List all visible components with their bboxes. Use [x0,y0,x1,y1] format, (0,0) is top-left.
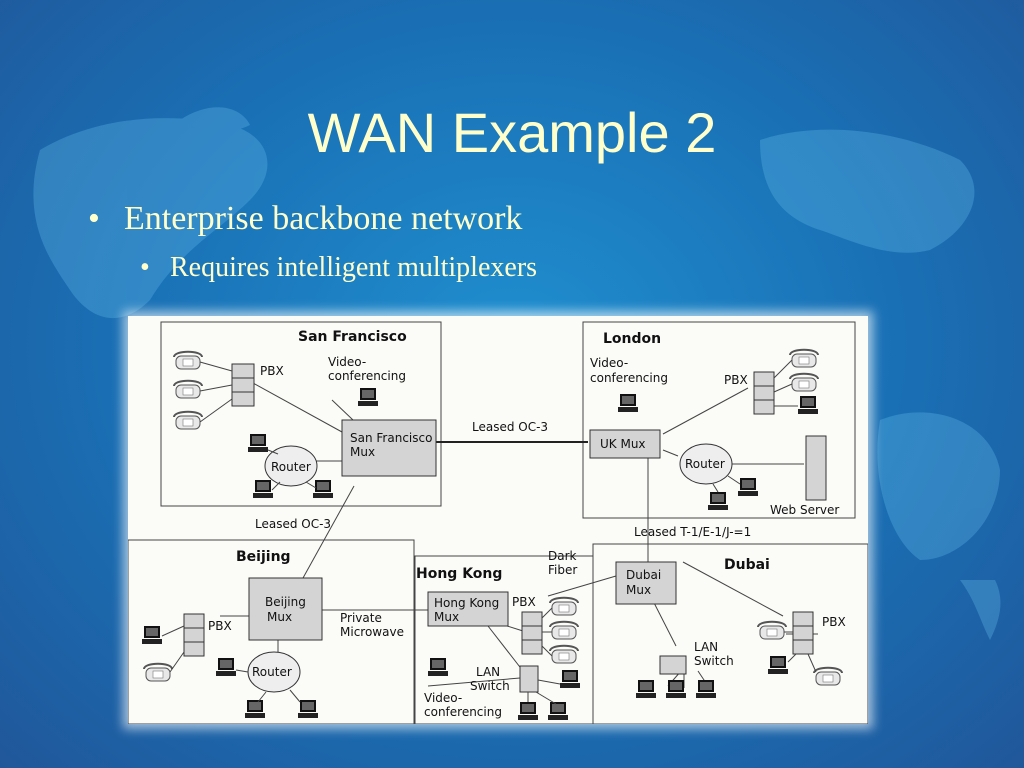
hong-kong-pbx [521,611,543,655]
london-video-label-2: conferencing [590,371,668,385]
desktop-computer-icon [618,394,638,412]
hong-kong-pbx-label: PBX [512,595,536,609]
hong-kong-mux-label-1: Hong Kong [434,596,499,610]
london-router [679,443,733,485]
desktop-computer-icon [636,680,716,698]
hong-kong-lan-switch [519,665,539,693]
hong-kong-mux-label-2: Mux [434,610,459,624]
bullet-level-2: • Requires intelligent multiplexers [140,252,537,284]
region-header-beijing: Beijing [236,549,291,565]
london-pbx [753,371,775,415]
desktop-computer-icon [142,626,162,644]
slide-title: WAN Example 2 [307,101,717,164]
sf-router [264,445,318,487]
desktop-computer-icon [358,388,378,406]
desktop-computer-icon [798,396,818,414]
dubai-lan-switch [659,655,687,675]
hong-kong-video-label-2: conferencing [424,705,502,719]
region-header-hong-kong: Hong Kong [416,566,502,582]
hong-kong-video-label-1: Video- [424,691,462,705]
uk-mux [589,429,661,459]
bullet-dot-icon: • [88,200,100,237]
hong-kong-lan-label-1: LAN [476,665,500,679]
link-london-dubai-label: Leased T-1/E-1/J-=1 [634,525,751,539]
sf-router-label: Router [271,460,311,474]
hong-kong-lan-label-2: Switch [470,679,510,693]
link-sf-london-label: Leased OC-3 [472,420,548,434]
sf-mux [341,419,437,477]
beijing-mux-label-2: Mux [267,610,292,624]
sf-mux-label-1: San Francisco [350,431,432,445]
region-header-san-francisco: San Francisco [298,329,407,345]
telephone-icon [549,596,579,664]
private-label-1: Private [340,611,382,625]
desktop-computer-icon [768,656,788,674]
beijing-mux [248,577,323,641]
bullet-text: Enterprise backbone network [124,200,523,237]
network-links [220,377,818,688]
beijing-router-label: Router [252,665,292,679]
bullet-text: Requires intelligent multiplexers [170,252,538,283]
uk-mux-label: UK Mux [600,437,646,451]
network-diagram: San Francisco London Beijing Hong Kong D… [128,316,868,724]
region-header-london: London [603,331,661,347]
web-server-icon [805,435,827,501]
region-box-hong-kong [414,555,594,724]
beijing-pbx-label: PBX [208,619,232,633]
bullet-level-1: • Enterprise backbone network [88,200,522,238]
dark-fiber-label-1: Dark [548,549,577,563]
beijing-mux-label-1: Beijing [265,595,306,609]
dubai-mux-label-1: Dubai [626,568,661,582]
private-label-2: Microwave [340,625,404,639]
region-header-dubai: Dubai [724,557,770,573]
telephone-icon [173,350,203,430]
sf-pbx-label: PBX [260,364,284,378]
dubai-mux [615,561,677,605]
sf-video-label-1: Video- [328,355,366,369]
sf-pbx [231,363,255,407]
network-diagram-svg: San Francisco London Beijing Hong Kong D… [128,321,868,724]
london-video-label-1: Video- [590,356,628,370]
sf-mux-label-2: Mux [350,445,375,459]
dark-fiber-label-2: Fiber [548,563,577,577]
hong-kong-mux [427,591,509,627]
london-router-label: Router [685,457,725,471]
london-pbx-label: PBX [724,373,748,387]
bullet-dot-icon: • [140,252,150,283]
dubai-pbx [792,611,814,655]
web-server-label: Web Server [770,503,839,517]
sf-video-label-2: conferencing [328,369,406,383]
link-sf-beijing-label: Leased OC-3 [255,517,331,531]
dubai-lan-label-1: LAN [694,640,718,654]
dubai-mux-label-2: Mux [626,583,651,597]
dubai-pbx-label: PBX [822,615,846,629]
beijing-pbx [183,613,205,657]
dubai-lan-label-2: Switch [694,654,734,668]
